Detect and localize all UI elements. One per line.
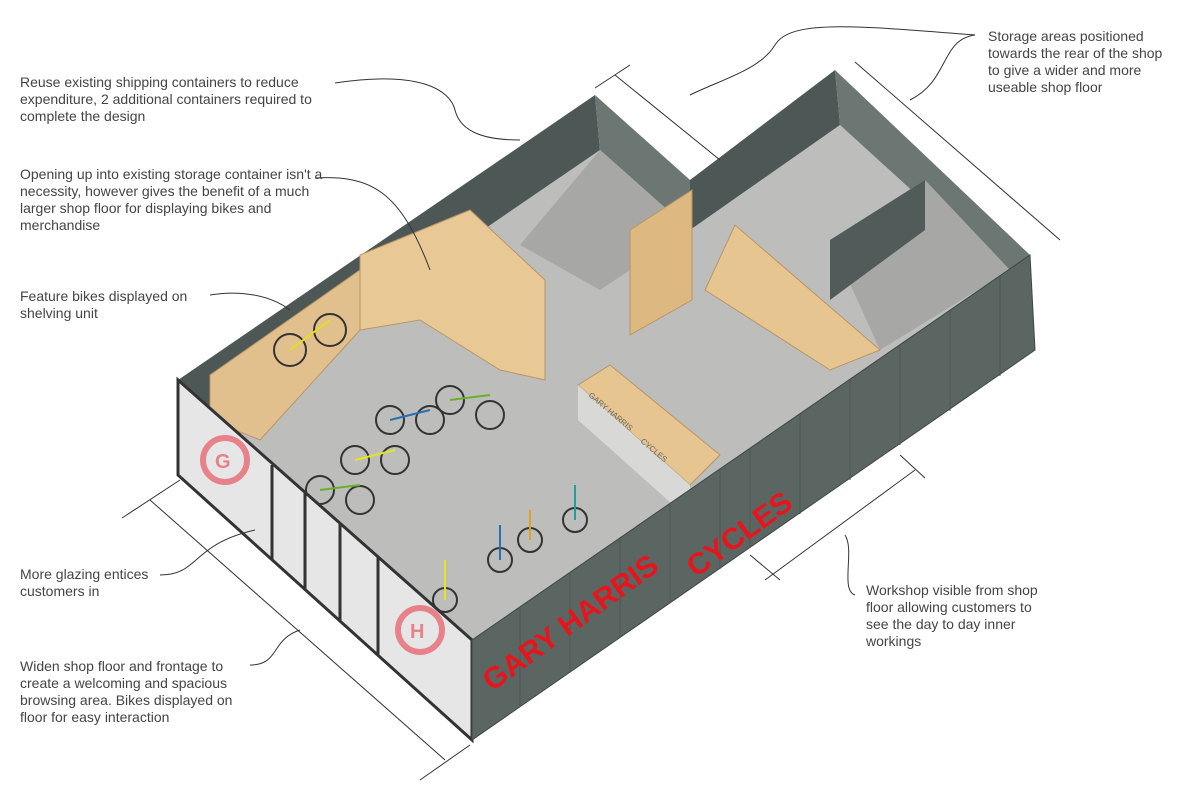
leader-lines [159, 26, 976, 666]
svg-text:G: G [215, 451, 231, 473]
back-wall-right [690, 70, 840, 230]
dimension-lines [121, 61, 1061, 781]
gh-logo: G H [200, 435, 445, 655]
shelving-unit-corner [359, 209, 546, 381]
annotation-reuse-containers: Reuse existing shipping containers to re… [20, 74, 312, 124]
storage-wall [595, 95, 690, 230]
rear-right-wall [835, 70, 1030, 280]
annotation-glazing: More glazing entices customers in [20, 566, 149, 599]
annotation-workshop: Workshop visible from shop floor allowin… [866, 582, 1038, 649]
corrugation [519, 276, 1001, 707]
storage-partition [830, 180, 925, 300]
floor-bikes [273, 313, 588, 613]
annotation-storage-rear: Storage areas positioned towards the rea… [988, 28, 1163, 95]
svg-text:H: H [410, 621, 424, 643]
container-side-wall [471, 254, 1036, 741]
annotation-feature-bikes: Feature bikes displayed on shelving unit [20, 288, 188, 321]
counter [577, 364, 721, 486]
counter-front [578, 385, 690, 520]
glazing-mullions [270, 465, 380, 655]
wood-door-panel [629, 189, 693, 336]
annotation-widen-floor: Widen shop floor and frontage to create … [20, 658, 233, 725]
annotation-opening-storage: Opening up into existing storage contain… [20, 166, 323, 233]
workshop-bench [704, 224, 881, 371]
